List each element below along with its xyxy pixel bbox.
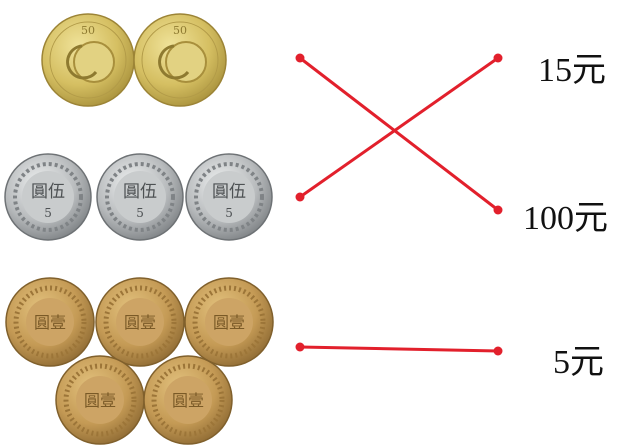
five-coin: 圓伍 5	[186, 154, 272, 240]
one-coin: 圓壹	[6, 278, 94, 366]
five-coin-value: 5	[225, 206, 233, 220]
amount-label-15: 15元	[538, 42, 606, 91]
fifty-coin-text: 50	[81, 24, 95, 37]
five-coin-value: 5	[136, 206, 144, 220]
fifty-coin-text: 50	[173, 24, 187, 37]
one-coin: 圓壹	[56, 356, 144, 444]
one-coin: 圓壹	[96, 278, 184, 366]
five-coin: 圓伍 5	[5, 154, 91, 240]
five-coin-face: 圓伍	[31, 182, 65, 202]
fifty-coin: 50	[42, 14, 134, 106]
fifty-coin: 50	[134, 14, 226, 106]
five-coin-value: 5	[44, 206, 52, 220]
five-coin-face: 圓伍	[123, 182, 157, 202]
one-coin: 圓壹	[144, 356, 232, 444]
five-coin: 圓伍 5	[97, 154, 183, 240]
one-coin-face: 圓壹	[172, 391, 204, 410]
amount-label-100: 100元	[523, 190, 608, 239]
one-coin-face: 圓壹	[34, 313, 66, 332]
one-coin: 圓壹	[185, 278, 273, 366]
one-coin-face: 圓壹	[124, 313, 156, 332]
one-coin-face: 圓壹	[84, 391, 116, 410]
amount-label-5: 5元	[553, 334, 604, 383]
five-coin-face: 圓伍	[212, 182, 246, 202]
one-coin-face: 圓壹	[213, 313, 245, 332]
